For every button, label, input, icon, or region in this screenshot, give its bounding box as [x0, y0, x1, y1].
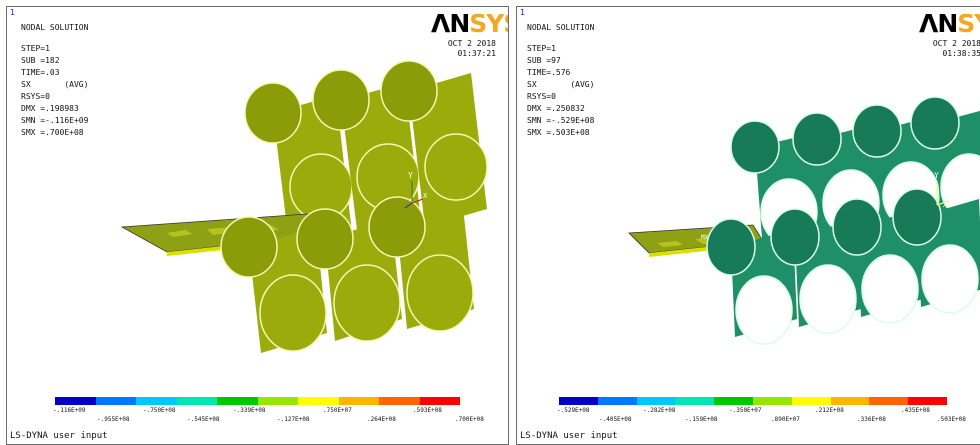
legend-band	[908, 397, 947, 405]
step-label: STEP=1	[21, 44, 50, 53]
legend-value: .750E+07	[323, 407, 352, 414]
legend-value: -.127E+08	[277, 416, 310, 423]
triad-x-label: X	[943, 201, 948, 209]
component-label: SX (AVG)	[21, 80, 89, 89]
triad-y-label: Y	[934, 171, 939, 180]
time-label: TIME=.03	[21, 68, 60, 77]
smx-label: SMX =.503E+08	[527, 128, 590, 137]
legend-value: -.350E+07	[729, 407, 762, 414]
front-cylinder-row	[706, 188, 980, 345]
front-cylinder-row	[220, 196, 474, 353]
legend-value: .435E+08	[901, 407, 930, 414]
results-title: NODAL SOLUTION	[21, 23, 89, 32]
ansys-logo: ΛNSYS	[919, 9, 980, 38]
legend-value: .503E+08	[937, 416, 966, 423]
legend-band	[55, 397, 96, 405]
legend-value: -.116E+09	[53, 407, 86, 414]
legend-value: -.955E+08	[97, 416, 130, 423]
time-text: 01:38:35	[942, 49, 980, 58]
time-text: 01:37:21	[457, 49, 496, 58]
date-text: OCT 2 2018	[447, 39, 496, 48]
legend-value: -.405E+08	[599, 416, 632, 423]
legend-band	[217, 397, 258, 405]
legend-band	[830, 397, 870, 405]
legend-value: -.159E+08	[685, 416, 718, 423]
step-label: STEP=1	[527, 44, 556, 53]
legend-band	[597, 397, 637, 405]
legend-band	[636, 397, 676, 405]
footer-caption: LS-DYNA user input	[10, 431, 108, 441]
legend-value: -.282E+08	[643, 407, 676, 414]
legend-value: -.339E+08	[233, 407, 266, 414]
triad-x-label: X	[423, 192, 428, 200]
max-marker: MX	[701, 234, 709, 241]
rsys-label: RSYS=0	[21, 92, 50, 101]
legend-band	[559, 397, 598, 405]
legend-band	[714, 397, 753, 405]
legend-band	[257, 397, 298, 405]
legend-value: -.545E+08	[187, 416, 220, 423]
legend-value: .336E+08	[857, 416, 886, 423]
date-text: OCT 2 2018	[932, 39, 980, 48]
cylinder	[368, 196, 474, 332]
footer-caption: LS-DYNA user input	[520, 431, 618, 441]
ansys-logo: ΛNSYS	[431, 9, 508, 38]
substep-label: SUB =97	[527, 56, 561, 65]
cylinder	[380, 60, 488, 227]
dmx-label: DMX =.250832	[527, 104, 585, 113]
model-viewport[interactable]: MX	[517, 7, 980, 444]
contour-legend-bar	[55, 397, 460, 405]
coordinate-triad: Y X	[404, 171, 428, 209]
timestamp: OCT 2 2018 01:37:21	[419, 39, 496, 59]
dmx-label: DMX =.198983	[21, 104, 79, 113]
legend-band	[675, 397, 715, 405]
legend-value: .264E+08	[367, 416, 396, 423]
model-viewport[interactable]: Y X	[7, 7, 508, 444]
legend-band	[136, 397, 177, 405]
legend-value: .593E+08	[413, 407, 442, 414]
coordinate-triad: Y X	[934, 171, 950, 209]
legend-band	[298, 397, 339, 405]
contour-legend-bar	[559, 397, 947, 405]
time-label: TIME=.576	[527, 68, 571, 77]
legend-value: .700E+08	[455, 416, 484, 423]
legend-value: -.529E+08	[557, 407, 590, 414]
substep-label: SUB =182	[21, 56, 60, 65]
legend-band	[869, 397, 909, 405]
rsys-label: RSYS=0	[527, 92, 556, 101]
legend-band	[338, 397, 379, 405]
legend-value: -.750E+08	[143, 407, 176, 414]
results-title: NODAL SOLUTION	[527, 23, 595, 32]
component-label: SX (AVG)	[527, 80, 595, 89]
smn-label: SMN =-.529E+08	[527, 116, 595, 125]
left-graphics-window[interactable]: 1 NODAL SOLUTION STEP=1 SUB =182 TIME=.0…	[6, 6, 509, 445]
legend-band	[419, 397, 460, 405]
legend-band	[379, 397, 420, 405]
legend-value: .890E+07	[771, 416, 800, 423]
cylinder	[892, 188, 980, 314]
timestamp: OCT 2 2018 01:38:35	[903, 39, 980, 59]
legend-band	[95, 397, 136, 405]
right-graphics-window[interactable]: 1 NODAL SOLUTION STEP=1 SUB =97 TIME=.57…	[516, 6, 980, 445]
smx-label: SMX =.700E+08	[21, 128, 84, 137]
triad-y-label: Y	[408, 171, 413, 180]
legend-band	[791, 397, 831, 405]
window-number: 1	[520, 8, 525, 17]
window-number: 1	[10, 8, 15, 17]
legend-value: .212E+08	[815, 407, 844, 414]
legend-band	[752, 397, 792, 405]
legend-band	[176, 397, 217, 405]
smn-label: SMN =-.116E+09	[21, 116, 89, 125]
